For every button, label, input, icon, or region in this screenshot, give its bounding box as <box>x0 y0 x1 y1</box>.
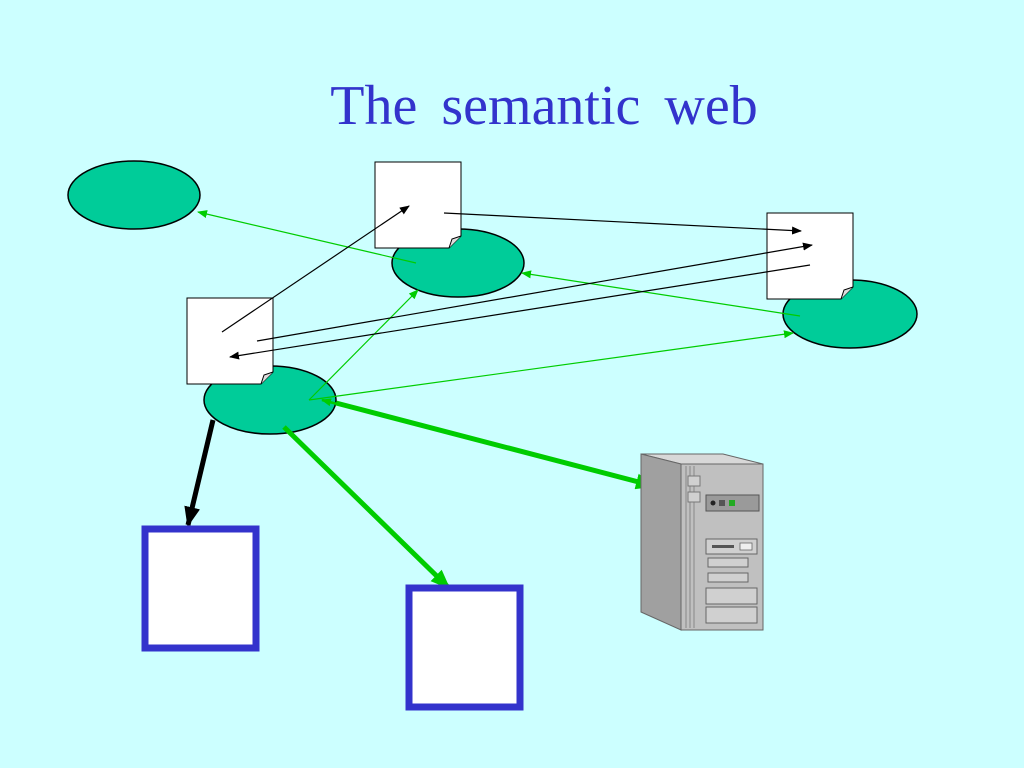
green-link-left-to-center <box>308 289 419 401</box>
black-link-docleft-to-doccenter <box>221 205 410 333</box>
doc-left <box>186 297 274 385</box>
black-link-docright-to-docleft <box>229 264 811 360</box>
black-link-docleft-to-docright <box>256 242 813 342</box>
green-link-right-to-center <box>521 270 801 317</box>
box-center <box>405 584 524 711</box>
doc-right <box>766 212 854 300</box>
thick-green-link-to-box-center <box>282 425 451 590</box>
server-icon <box>640 453 764 631</box>
black-link-doccenter-to-docright <box>443 212 802 235</box>
green-link-center-to-topleft <box>197 210 417 264</box>
green-link-left-to-right <box>308 330 794 401</box>
doc-center <box>374 161 462 249</box>
box-left <box>141 525 260 652</box>
thick-black-link-to-box-left <box>184 419 216 527</box>
ellipse-top-left <box>67 160 201 230</box>
thick-green-link-server-to-left <box>321 398 611 477</box>
slide-title: The semantic web <box>330 75 758 137</box>
